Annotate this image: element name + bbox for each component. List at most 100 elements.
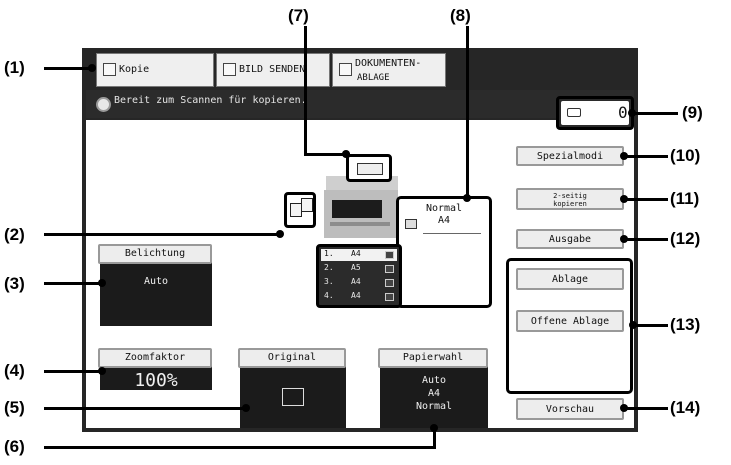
callout-line-10 — [624, 155, 668, 158]
exposure-label: Belichtung — [124, 248, 186, 259]
callout-dot-6 — [430, 424, 438, 432]
callout-line-7-horizontal — [304, 153, 350, 156]
output-button[interactable]: Ausgabe — [516, 229, 624, 249]
callout-label-2: (2) — [4, 225, 25, 244]
orientation-page-icon-2 — [301, 198, 313, 212]
callout-dot-5 — [242, 404, 250, 412]
paper-select-mode: Auto — [421, 375, 447, 386]
callout-dot-14 — [620, 404, 628, 412]
callout-line-9 — [634, 112, 678, 115]
output-label: Ausgabe — [548, 234, 592, 245]
filing-label: Ablage — [551, 274, 589, 285]
callout-dot-1 — [88, 64, 96, 72]
paper-select-display[interactable]: Auto A4 Normal — [380, 360, 488, 428]
callout-label-12: (12) — [670, 229, 701, 248]
tray-size: A4 — [351, 277, 361, 286]
paper-type: Normal — [425, 203, 463, 214]
tray-number: 3. — [324, 277, 334, 286]
original-display[interactable] — [240, 360, 346, 428]
callout-line-1 — [44, 67, 92, 70]
callout-line-2 — [44, 233, 280, 236]
zoom-label: Zoomfaktor — [124, 352, 186, 363]
original-orientation-indicator — [284, 192, 316, 228]
callout-label-9: (9) — [682, 103, 703, 122]
callout-label-1: (1) — [4, 58, 25, 77]
duplex-copy-button[interactable]: 2-seitig kopieren — [516, 188, 624, 210]
callout-label-7: (7) — [288, 6, 309, 25]
job-counter-value: 0 — [618, 103, 628, 122]
paper-select-label: Papierwahl — [402, 352, 464, 363]
special-modes-button[interactable]: Spezialmodi — [516, 146, 624, 166]
callout-label-13: (13) — [670, 315, 701, 334]
exposure-button[interactable]: Belichtung — [98, 244, 212, 264]
preview-button[interactable]: Vorschau — [516, 398, 624, 420]
original-feed-indicator — [346, 154, 392, 182]
callout-label-8: (8) — [450, 6, 471, 25]
callout-label-6: (6) — [4, 437, 25, 456]
document-filing-icon — [339, 63, 352, 76]
tray-row-1[interactable]: 1. A4 — [321, 249, 397, 261]
counter-icon — [567, 108, 581, 117]
callout-line-3 — [44, 282, 102, 285]
tab-image-send-label: BILD SENDEN — [239, 64, 306, 75]
original-page-icon — [282, 388, 304, 406]
tray-paper-icon — [385, 279, 394, 287]
callout-line-7 — [304, 26, 307, 156]
callout-dot-2 — [276, 230, 284, 238]
callout-label-3: (3) — [4, 274, 25, 293]
paper-select-type: Normal — [415, 401, 453, 412]
paper-select-size: A4 — [427, 388, 441, 399]
zoom-button[interactable]: Zoomfaktor — [98, 348, 212, 368]
duplex-copy-label-2: kopieren — [553, 200, 587, 208]
tab-document-filing-label-1: DOKUMENTEN- — [355, 58, 422, 69]
callout-line-6 — [44, 446, 436, 449]
original-label: Original — [267, 352, 317, 363]
callout-dot-12 — [620, 235, 628, 243]
duplex-copy-label-1: 2-seitig — [553, 192, 587, 200]
exposure-display[interactable]: Auto — [100, 256, 212, 326]
quick-file-button[interactable]: Offene Ablage — [516, 310, 624, 332]
callout-label-11: (11) — [670, 189, 700, 208]
callout-dot-9 — [628, 109, 636, 117]
status-icon — [96, 97, 111, 112]
paper-select-button[interactable]: Papierwahl — [378, 348, 488, 368]
callout-dot-3 — [98, 279, 106, 287]
callout-line-5 — [44, 407, 246, 410]
status-message: Bereit zum Scannen für kopieren. — [114, 95, 307, 106]
callout-line-6-vertical — [433, 428, 436, 449]
tray-row-2[interactable]: 2. A5 — [321, 263, 397, 275]
callout-label-10: (10) — [670, 146, 701, 165]
filing-button[interactable]: Ablage — [516, 268, 624, 290]
callout-label-4: (4) — [4, 361, 25, 380]
machine-output-slot — [332, 200, 382, 218]
exposure-value: Auto — [143, 276, 169, 287]
callout-line-13 — [633, 324, 668, 327]
callout-label-5: (5) — [4, 398, 25, 417]
tray-row-3[interactable]: 3. A4 — [321, 277, 397, 289]
tray-number: 2. — [324, 263, 334, 272]
original-button[interactable]: Original — [238, 348, 346, 368]
paper-info-display: Normal A4 — [396, 196, 492, 308]
zoom-value: 100% — [134, 370, 178, 391]
tab-copy[interactable]: Kopie — [96, 53, 214, 87]
callout-label-14: (14) — [670, 398, 701, 417]
job-counter-inner — [561, 101, 629, 125]
tray-paper-icon — [385, 265, 394, 273]
tray-number: 1. — [324, 249, 334, 258]
callout-line-11 — [624, 198, 668, 201]
callout-dot-4 — [98, 367, 106, 375]
tray-row-4[interactable]: 4. A4 — [321, 291, 397, 303]
callout-dot-13 — [629, 321, 637, 329]
tab-document-filing[interactable]: DOKUMENTEN- ABLAGE — [332, 53, 446, 87]
tray-number: 4. — [324, 291, 334, 300]
tray-paper-icon — [385, 293, 394, 301]
tray-paper-icon — [385, 251, 394, 259]
copy-icon — [103, 63, 116, 76]
callout-dot-10 — [620, 152, 628, 160]
tab-image-send[interactable]: BILD SENDEN — [216, 53, 330, 87]
paper-divider — [423, 233, 481, 234]
quick-file-label: Offene Ablage — [530, 316, 610, 327]
callout-line-4 — [44, 370, 102, 373]
callout-dot-8 — [463, 194, 471, 202]
image-send-icon — [223, 63, 236, 76]
